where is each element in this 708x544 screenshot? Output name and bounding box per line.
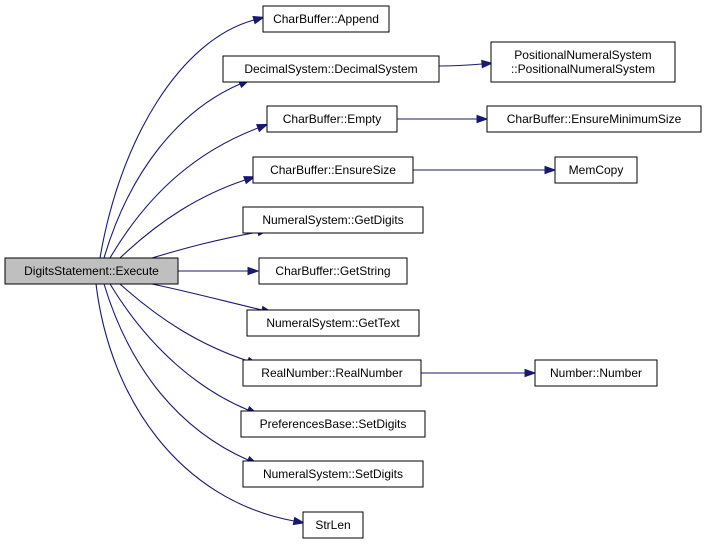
node-label: PositionalNumeralSystem bbox=[514, 48, 651, 62]
node-label: ::PositionalNumeralSystem bbox=[511, 62, 655, 76]
node-box bbox=[258, 257, 408, 285]
edge-empty-to-ensuremin bbox=[397, 114, 489, 124]
node-box bbox=[242, 460, 424, 488]
node-ensuremin[interactable]: CharBuffer::EnsureMinimumSize bbox=[486, 105, 702, 133]
node-label: DigitsStatement::Execute bbox=[24, 264, 159, 278]
node-strlen[interactable]: StrLen bbox=[302, 511, 364, 539]
node-label: DecimalSystem::DecimalSystem bbox=[244, 62, 417, 76]
edge-line bbox=[103, 283, 249, 461]
edge-arrowhead bbox=[292, 516, 306, 526]
node-numsetdigits[interactable]: NumeralSystem::SetDigits bbox=[242, 460, 424, 488]
edge-arrowhead bbox=[252, 15, 266, 25]
edge-realnumber-to-number bbox=[421, 368, 537, 378]
node-memcopy[interactable]: MemCopy bbox=[554, 156, 638, 184]
node-label: Number::Number bbox=[550, 366, 642, 380]
node-getdigits[interactable]: NumeralSystem::GetDigits bbox=[242, 206, 424, 234]
edge-arrowhead bbox=[524, 368, 537, 378]
node-box bbox=[302, 511, 364, 539]
node-label: RealNumber::RealNumber bbox=[261, 366, 402, 380]
edge-arrowhead bbox=[544, 165, 557, 175]
edges-layer bbox=[95, 15, 557, 526]
edge-root-to-empty bbox=[109, 123, 269, 259]
node-label: NumeralSystem::GetDigits bbox=[262, 213, 403, 227]
node-box bbox=[262, 5, 390, 33]
node-box bbox=[242, 206, 424, 234]
node-decimal[interactable]: DecimalSystem::DecimalSystem bbox=[222, 55, 440, 83]
edge-root-to-numsetdigits bbox=[103, 283, 259, 465]
edge-arrowhead bbox=[481, 59, 494, 69]
edge-arrowhead bbox=[243, 176, 256, 185]
node-box bbox=[240, 410, 426, 438]
edge-root-to-append bbox=[99, 15, 266, 259]
edge-line bbox=[109, 283, 249, 411]
node-empty[interactable]: CharBuffer::Empty bbox=[266, 105, 398, 133]
edge-root-to-strlen bbox=[95, 283, 306, 526]
edge-ensuresize-to-memcopy bbox=[413, 165, 557, 175]
node-box bbox=[4, 257, 179, 285]
node-label: CharBuffer::Append bbox=[273, 12, 379, 26]
node-realnumber[interactable]: RealNumber::RealNumber bbox=[242, 359, 422, 387]
edge-line bbox=[109, 127, 259, 259]
edge-root-to-getstring bbox=[178, 266, 260, 276]
node-label: MemCopy bbox=[569, 163, 624, 177]
edge-line bbox=[95, 283, 295, 522]
node-label: CharBuffer::Empty bbox=[283, 112, 381, 126]
node-ensuresize[interactable]: CharBuffer::EnsureSize bbox=[252, 156, 414, 184]
node-gettext[interactable]: NumeralSystem::GetText bbox=[246, 309, 420, 337]
nodes-layer: DigitsStatement::Execute CharBuffer::Appe… bbox=[4, 5, 702, 539]
node-label: NumeralSystem::SetDigits bbox=[263, 467, 403, 481]
node-box bbox=[242, 359, 422, 387]
node-box bbox=[490, 41, 676, 83]
edge-line bbox=[103, 83, 241, 259]
node-box bbox=[222, 55, 440, 83]
edge-arrowhead bbox=[476, 114, 489, 124]
edge-line bbox=[99, 19, 255, 259]
edge-root-to-ensuresize bbox=[119, 176, 256, 259]
edge-decimal-to-positional bbox=[438, 59, 494, 69]
node-box bbox=[246, 309, 420, 337]
node-box bbox=[266, 105, 398, 133]
node-positional[interactable]: PositionalNumeralSystem::PositionalNumer… bbox=[490, 41, 676, 83]
node-getstring[interactable]: CharBuffer::GetString bbox=[258, 257, 408, 285]
edge-root-to-realnumber bbox=[119, 283, 259, 365]
edge-line bbox=[151, 283, 263, 311]
node-label: StrLen bbox=[315, 518, 350, 532]
node-box bbox=[534, 359, 658, 387]
node-box bbox=[486, 105, 702, 133]
node-label: PreferencesBase::SetDigits bbox=[260, 417, 407, 431]
node-label: CharBuffer::GetString bbox=[275, 264, 390, 278]
node-root[interactable]: DigitsStatement::Execute bbox=[4, 257, 179, 285]
edge-line bbox=[151, 231, 259, 259]
node-label: CharBuffer::EnsureSize bbox=[270, 163, 396, 177]
edge-arrowhead bbox=[247, 266, 260, 276]
node-box bbox=[252, 156, 414, 184]
node-label: CharBuffer::EnsureMinimumSize bbox=[507, 112, 682, 126]
node-prefsetdigits[interactable]: PreferencesBase::SetDigits bbox=[240, 410, 426, 438]
node-number[interactable]: Number::Number bbox=[534, 359, 658, 387]
edge-line bbox=[438, 63, 483, 67]
node-label: NumeralSystem::GetText bbox=[266, 316, 400, 330]
edge-root-to-decimal bbox=[103, 79, 251, 259]
node-append[interactable]: CharBuffer::Append bbox=[262, 5, 390, 33]
edge-line bbox=[119, 179, 246, 259]
node-box bbox=[554, 156, 638, 184]
edge-arrowhead bbox=[255, 123, 269, 133]
edge-root-to-gettext bbox=[151, 283, 274, 315]
edge-line bbox=[119, 283, 249, 362]
